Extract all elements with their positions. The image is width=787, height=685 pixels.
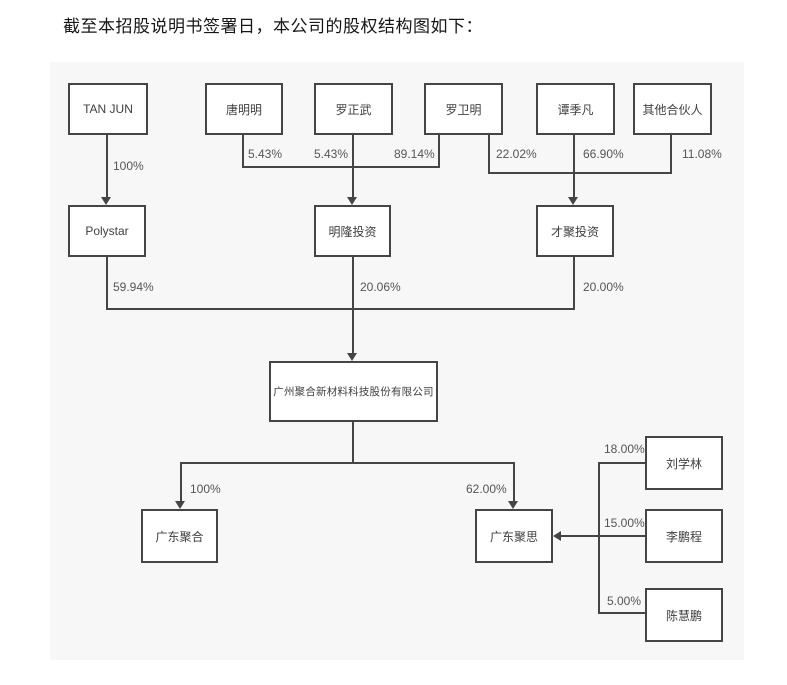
pct-caiju-company: 20.00% [583, 280, 624, 294]
node-other-partners: 其他合伙人 [633, 83, 712, 135]
node-liu-xuelin: 刘学林 [645, 436, 723, 490]
connector-liu-stub [598, 462, 645, 464]
pct-luoweiming-minglong: 89.14% [394, 147, 435, 161]
node-polystar: Polystar [68, 205, 146, 257]
pct-liu-gdjusi: 18.00% [604, 442, 645, 456]
pct-tanjifan-caiju: 66.90% [583, 147, 624, 161]
connector-company-bus [106, 308, 575, 310]
pct-li-gdjusi: 15.00% [604, 516, 645, 530]
pct-others-caiju: 11.08% [682, 147, 722, 161]
pct-luoweiming-caiju: 22.02% [496, 147, 537, 161]
arrowhead-into-gdjusi-right [553, 531, 561, 541]
connector-tang-drop [242, 135, 244, 168]
pct-company-gdjusi: 62.00% [466, 482, 507, 496]
pct-polystar-company: 59.94% [113, 280, 154, 294]
arrowhead-into-polystar [101, 197, 111, 205]
arrowhead-into-caiju [568, 197, 578, 205]
node-li-pengcheng: 李鹏程 [645, 509, 723, 563]
pct-chen-gdjusi: 5.00% [607, 594, 642, 608]
node-main-company: 广州聚合新材料科技股份有限公司 [269, 361, 438, 422]
connector-chen-stub [598, 612, 645, 614]
connector-company-feed [352, 308, 354, 354]
connector-caiju-drop [573, 257, 575, 310]
pct-minglong-company: 20.06% [360, 280, 401, 294]
connector-subsidiary-bus [180, 462, 515, 464]
node-guangdong-juhe: 广东聚合 [141, 509, 218, 563]
page-title: 截至本招股说明书签署日，本公司的股权结构图如下： [63, 17, 483, 36]
pct-tang-minglong: 5.43% [248, 147, 283, 161]
connector-luoweiming-right-drop [488, 135, 490, 174]
connector-luozhengwu-drop [352, 135, 354, 197]
node-minglong-investment: 明隆投资 [314, 205, 391, 257]
pct-luozhengwu-minglong: 5.43% [314, 147, 349, 161]
node-guangdong-jusi: 广东聚思 [475, 509, 553, 563]
connector-luoweiming-left-drop [438, 135, 440, 168]
arrowhead-into-gdjusi [508, 501, 518, 509]
node-tan-jifan: 谭季凡 [536, 83, 615, 135]
connector-minglong-drop [352, 257, 354, 310]
connector-caiju-bus [488, 172, 672, 174]
node-caiju-investment: 才聚投资 [536, 205, 614, 257]
node-tang-mingming: 唐明明 [205, 83, 283, 135]
arrowhead-into-minglong [347, 197, 357, 205]
pct-company-gdjuhe: 100% [190, 482, 221, 496]
connector-others-drop [670, 135, 672, 174]
arrowhead-into-company [347, 353, 357, 361]
connector-tanjifan-drop [573, 135, 575, 197]
connector-gdjuhe-drop [180, 462, 182, 502]
connector-minority-trunk [598, 462, 600, 614]
node-chen-huipeng: 陈慧鹏 [645, 588, 723, 642]
node-tan-jun: TAN JUN [68, 83, 148, 135]
node-luo-weiming: 罗卫明 [424, 83, 503, 135]
node-luo-zhengwu: 罗正武 [314, 83, 393, 135]
connector-gdjusi-drop [513, 462, 515, 502]
pct-tanjun-polystar: 100% [113, 159, 144, 173]
connector-company-down [352, 422, 354, 464]
arrowhead-into-gdjuhe [175, 501, 185, 509]
connector-minglong-bus [242, 166, 440, 168]
connector-tanjun-polystar [106, 135, 108, 198]
connector-li-to-gdjusi [561, 535, 645, 537]
connector-polystar-drop [106, 257, 108, 310]
